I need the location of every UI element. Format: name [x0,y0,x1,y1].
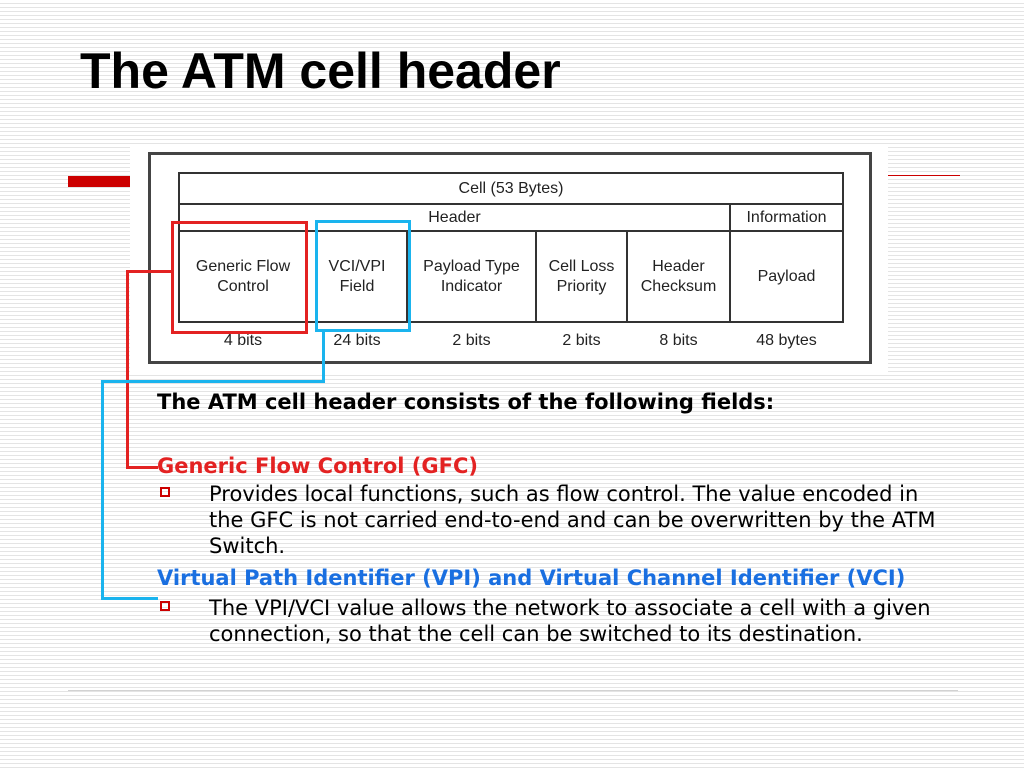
cell-size-label: Cell (53 Bytes) [458,179,564,197]
field-payload-size: 48 bytes [756,332,817,349]
field-pti-label: Payload Type Indicator [423,257,520,295]
gfc-connector-top [126,270,173,273]
vpi-vci-section-title: Virtual Path Identifier (VPI) and Virtua… [157,566,906,590]
header-label: Header [428,208,481,226]
field-pti-box: Payload Type Indicator [406,230,537,323]
diagram-frame [148,152,872,364]
field-checksum-label: Header Checksum [640,257,717,295]
gfc-bullet: Provides local functions, such as flow c… [157,481,957,559]
field-checksum-box: Header Checksum [626,230,731,323]
gfc-section-title: Generic Flow Control (GFC) [157,454,478,478]
field-payload-box: Payload [729,230,844,323]
field-vci-vpi-label: VCI/VPI Field [328,257,386,295]
gfc-bullet-text: Provides local functions, such as flow c… [209,482,936,558]
field-payload-label: Payload [757,267,816,285]
vci-connector-top [101,380,325,383]
field-vci-vpi-size: 24 bits [333,332,381,349]
field-gfc-label: Generic Flow Control [195,257,291,295]
title-accent-line [888,175,960,176]
vci-highlight-box [315,220,411,332]
information-box: Information [729,203,844,232]
field-pti-size: 2 bits [452,332,491,349]
vci-connector-drop [322,331,325,383]
cell-size-box: Cell (53 Bytes) [178,172,844,205]
slide-title: The ATM cell header [80,43,561,99]
field-checksum-size: 8 bits [659,332,698,349]
field-gfc-size: 4 bits [223,332,263,349]
vpi-vci-bullet: The VPI/VCI value allows the network to … [157,595,957,647]
atm-cell-diagram: Cell (53 Bytes) Header Information Gener… [130,145,888,373]
vpi-vci-bullet-text: The VPI/VCI value allows the network to … [209,596,931,646]
field-clp-label: Cell Loss Priority [548,257,615,295]
title-accent-bar [68,176,130,187]
gfc-connector-vertical [126,270,129,469]
square-bullet-icon [160,601,170,611]
vci-connector-vertical [101,380,104,600]
square-bullet-icon [160,487,170,497]
intro-text: The ATM cell header consists of the foll… [157,390,775,414]
footer-divider [68,690,958,691]
field-gfc-box: Generic Flow Control [178,230,308,323]
field-clp-box: Cell Loss Priority [535,230,628,323]
information-label: Information [746,208,827,226]
field-clp-size: 2 bits [562,332,601,349]
gfc-connector-bottom [126,466,158,469]
vci-connector-bottom [101,597,158,600]
gfc-highlight-box [171,221,308,334]
body-text: The ATM cell header consists of the foll… [157,387,957,647]
